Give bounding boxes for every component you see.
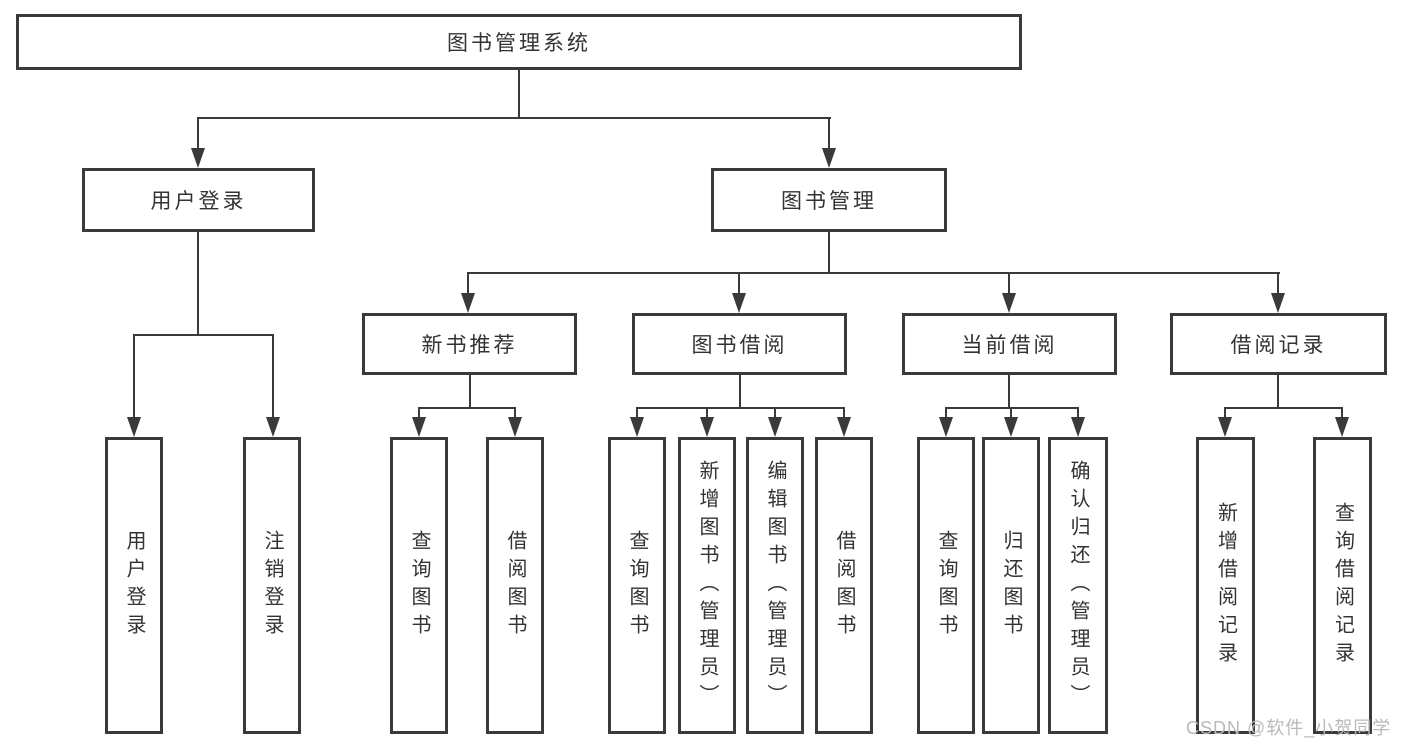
leaf-confirm-return-admin: 确认归还（管理员） — [1048, 437, 1108, 734]
node-label: 新增借阅记录 — [1214, 501, 1237, 670]
node-label: 查询借阅记录 — [1331, 501, 1354, 670]
leaf-user-login: 用户登录 — [105, 437, 163, 734]
leaf-add-borrow-record: 新增借阅记录 — [1196, 437, 1255, 734]
edge-drop — [133, 334, 135, 418]
arrow-down-icon — [1218, 417, 1232, 437]
node-label: 归还图书 — [1000, 529, 1022, 642]
leaf-query-books-borrowing: 查询图书 — [608, 437, 666, 734]
arrow-down-icon — [1004, 417, 1018, 437]
node-label: 借阅图书 — [504, 529, 526, 642]
arrow-down-icon — [266, 417, 280, 437]
node-label: 新书推荐 — [421, 334, 518, 357]
leaf-query-borrow-record: 查询借阅记录 — [1313, 437, 1372, 734]
edge-drop — [1341, 407, 1343, 418]
node-label: 编辑图书（管理员） — [764, 459, 786, 712]
arrow-down-icon — [700, 417, 714, 437]
edge-drop — [843, 407, 845, 418]
node-user-login: 用户登录 — [82, 168, 315, 232]
edge-drop — [467, 272, 469, 294]
arrow-down-icon — [768, 417, 782, 437]
leaf-query-books-current: 查询图书 — [917, 437, 975, 734]
edge-user-login-rail — [133, 334, 274, 336]
edge-drop — [1277, 272, 1279, 294]
arrow-down-icon — [939, 417, 953, 437]
node-label: 当前借阅 — [961, 334, 1058, 357]
edge-drop — [418, 407, 420, 418]
edge-drop — [945, 407, 947, 418]
edge-drop — [1008, 272, 1010, 294]
edge-stem — [1008, 375, 1010, 409]
node-label: 查询图书 — [626, 529, 648, 642]
arrow-down-icon — [191, 148, 205, 168]
node-label: 用户登录 — [150, 190, 247, 213]
node-label: 图书管理系统 — [447, 32, 591, 55]
edge-rail — [945, 407, 1079, 409]
node-label: 图书借阅 — [691, 334, 788, 357]
arrow-down-icon — [732, 293, 746, 313]
node-label: 新增图书（管理员） — [696, 459, 718, 712]
leaf-return-books: 归还图书 — [982, 437, 1040, 734]
arrow-down-icon — [1002, 293, 1016, 313]
leaf-query-books-recommend: 查询图书 — [390, 437, 448, 734]
edge-drop — [197, 117, 199, 150]
node-label: 查询图书 — [408, 529, 430, 642]
edge-drop — [774, 407, 776, 418]
arrow-down-icon — [508, 417, 522, 437]
edge-drop — [636, 407, 638, 418]
node-label: 借阅记录 — [1230, 334, 1327, 357]
edge-drop — [828, 117, 830, 150]
edge-root-stem — [518, 70, 520, 119]
leaf-borrow-books-recommend: 借阅图书 — [486, 437, 544, 734]
edge-stem — [739, 375, 741, 409]
arrow-down-icon — [127, 417, 141, 437]
csdn-watermark: CSDN @软件_小贺同学 — [1186, 718, 1392, 738]
node-borrowing-records: 借阅记录 — [1170, 313, 1387, 375]
edge-stem — [1277, 375, 1279, 409]
arrow-down-icon — [837, 417, 851, 437]
edge-stem — [469, 375, 471, 409]
edge-user-login-stem — [197, 232, 199, 336]
node-book-borrowing: 图书借阅 — [632, 313, 847, 375]
arrow-down-icon — [822, 148, 836, 168]
arrow-down-icon — [412, 417, 426, 437]
edge-rail — [418, 407, 516, 409]
node-label: 图书管理 — [781, 190, 877, 213]
arrow-down-icon — [630, 417, 644, 437]
node-book-management: 图书管理 — [711, 168, 947, 232]
edge-rail — [636, 407, 845, 409]
leaf-edit-books-admin: 编辑图书（管理员） — [746, 437, 804, 734]
edge-drop — [272, 334, 274, 418]
arrow-down-icon — [1071, 417, 1085, 437]
arrow-down-icon — [1271, 293, 1285, 313]
edge-root-rail — [197, 117, 831, 119]
leaf-logout: 注销登录 — [243, 437, 301, 734]
node-new-book-recommend: 新书推荐 — [362, 313, 577, 375]
edge-drop — [706, 407, 708, 418]
node-library-management-system: 图书管理系统 — [16, 14, 1022, 70]
leaf-add-books-admin: 新增图书（管理员） — [678, 437, 736, 734]
edge-drop — [1224, 407, 1226, 418]
edge-drop — [1077, 407, 1079, 418]
arrow-down-icon — [461, 293, 475, 313]
node-label: 借阅图书 — [833, 529, 855, 642]
edge-book-mgmt-stem — [828, 232, 830, 274]
edge-rail — [1224, 407, 1343, 409]
node-label: 用户登录 — [123, 529, 145, 642]
arrow-down-icon — [1335, 417, 1349, 437]
node-label: 注销登录 — [261, 529, 283, 642]
node-current-borrowing: 当前借阅 — [902, 313, 1117, 375]
edge-drop — [514, 407, 516, 418]
edge-drop — [738, 272, 740, 294]
edge-book-mgmt-rail — [467, 272, 1280, 274]
leaf-borrow-books-borrowing: 借阅图书 — [815, 437, 873, 734]
node-label: 查询图书 — [935, 529, 957, 642]
edge-drop — [1010, 407, 1012, 418]
node-label: 确认归还（管理员） — [1067, 459, 1089, 712]
